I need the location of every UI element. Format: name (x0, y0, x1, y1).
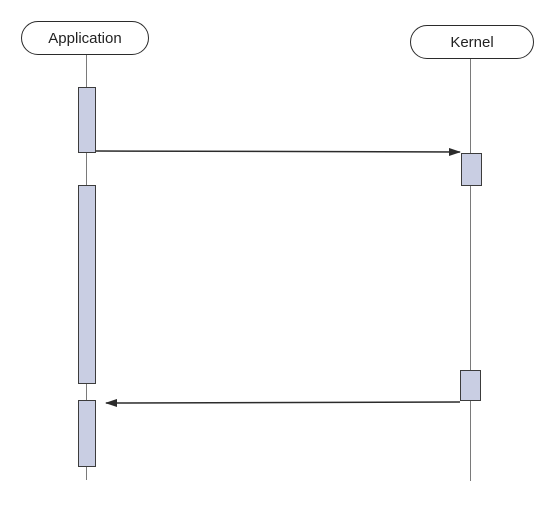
application-activation-bar (78, 185, 96, 384)
participant-kernel: Kernel (410, 25, 534, 59)
kernel-activation-bar (461, 153, 482, 186)
participant-application: Application (21, 21, 149, 55)
application-activation-bar (78, 87, 96, 153)
kernel-lifeline (470, 59, 471, 481)
message-arrow-application-to-kernel (95, 147, 461, 156)
participant-application-label: Application (48, 29, 122, 47)
application-activation-bar (78, 400, 96, 467)
participant-kernel-label: Kernel (450, 33, 494, 51)
kernel-activation-bar (460, 370, 481, 401)
message-arrow-kernel-to-application (105, 398, 461, 407)
